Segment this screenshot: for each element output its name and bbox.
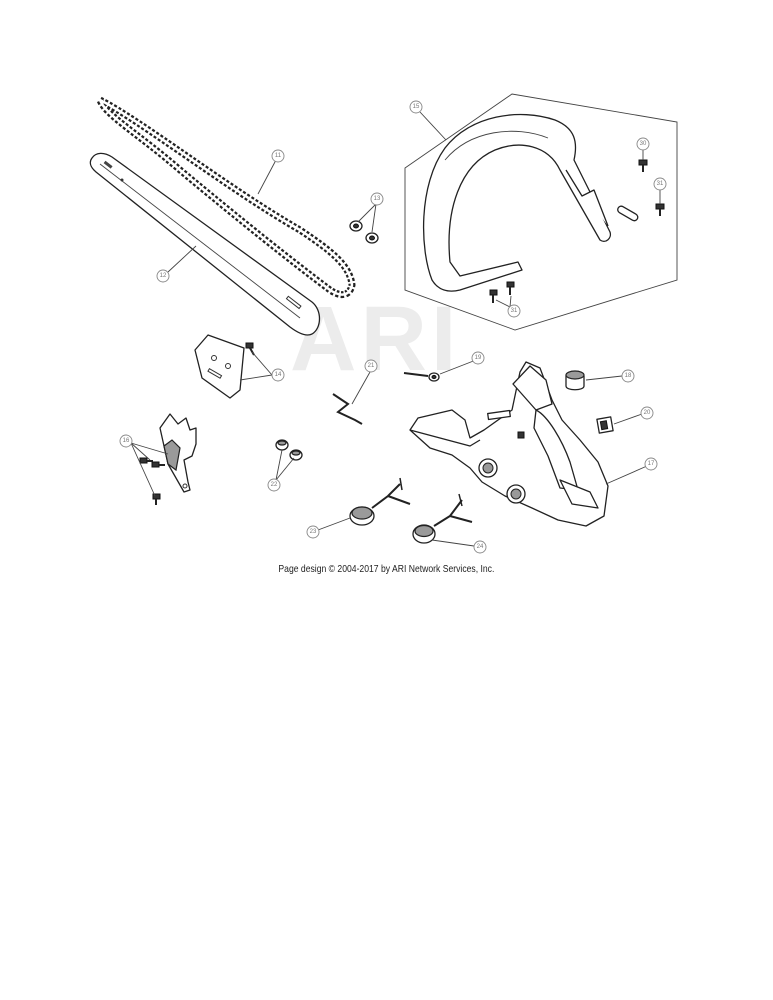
callout-21: 21	[364, 359, 378, 373]
callout-15: 15	[409, 100, 423, 114]
bumper-spike	[139, 413, 197, 505]
callout-11: 11	[271, 149, 285, 163]
svg-text:20: 20	[644, 410, 651, 416]
adjustment-nuts	[275, 439, 303, 461]
svg-text:30: 30	[640, 141, 647, 147]
bar-nuts	[349, 220, 379, 244]
handle-link	[617, 205, 639, 222]
front-handle-assembly	[404, 93, 678, 331]
bar-plate	[194, 334, 255, 399]
callout-16: 16	[119, 434, 133, 448]
svg-text:23: 23	[310, 529, 317, 535]
callout-19: 19	[471, 351, 485, 365]
svg-text:19: 19	[475, 355, 482, 361]
svg-text:11: 11	[275, 153, 282, 159]
handle-screws-31-bottom	[489, 281, 515, 303]
callout-20: 20	[640, 406, 654, 420]
svg-text:13: 13	[374, 196, 381, 202]
svg-text:21: 21	[368, 363, 375, 369]
parts-diagram: ARI	[89, 93, 678, 554]
svg-text:22: 22	[271, 482, 278, 488]
fuel-cap	[412, 493, 473, 544]
callout-13: 13	[370, 192, 384, 206]
callout-12: 12	[156, 269, 170, 283]
spring	[332, 393, 363, 425]
bumper	[565, 370, 585, 391]
svg-text:12: 12	[160, 273, 167, 279]
svg-text:24: 24	[477, 544, 484, 550]
guide-bar	[89, 152, 321, 336]
leader-lines	[130, 111, 661, 547]
callout-14: 14	[271, 368, 285, 382]
handle-screw-30	[638, 159, 648, 172]
callout-24: 24	[473, 540, 487, 554]
callout-31-bottom: 31	[507, 304, 521, 318]
clip	[596, 416, 614, 434]
callout-30: 30	[636, 137, 650, 151]
pin	[403, 372, 440, 382]
ari-watermark: ARI	[290, 288, 460, 390]
main-housing	[409, 361, 609, 527]
svg-text:14: 14	[275, 372, 282, 378]
callout-22: 22	[267, 478, 281, 492]
handle-screw-31-right	[655, 203, 665, 216]
svg-text:18: 18	[625, 373, 632, 379]
callout-18: 18	[621, 369, 635, 383]
svg-text:16: 16	[123, 438, 130, 444]
svg-text:31: 31	[657, 181, 664, 187]
oil-cap	[349, 477, 411, 526]
copyright-credit: Page design © 2004-2017 by ARI Network S…	[278, 563, 495, 575]
callout-23: 23	[306, 525, 320, 539]
svg-text:31: 31	[511, 308, 518, 314]
callout-17: 17	[644, 457, 658, 471]
svg-text:15: 15	[413, 104, 420, 110]
svg-text:17: 17	[648, 461, 655, 467]
callout-31-right: 31	[653, 177, 667, 191]
saw-chain	[93, 93, 356, 299]
